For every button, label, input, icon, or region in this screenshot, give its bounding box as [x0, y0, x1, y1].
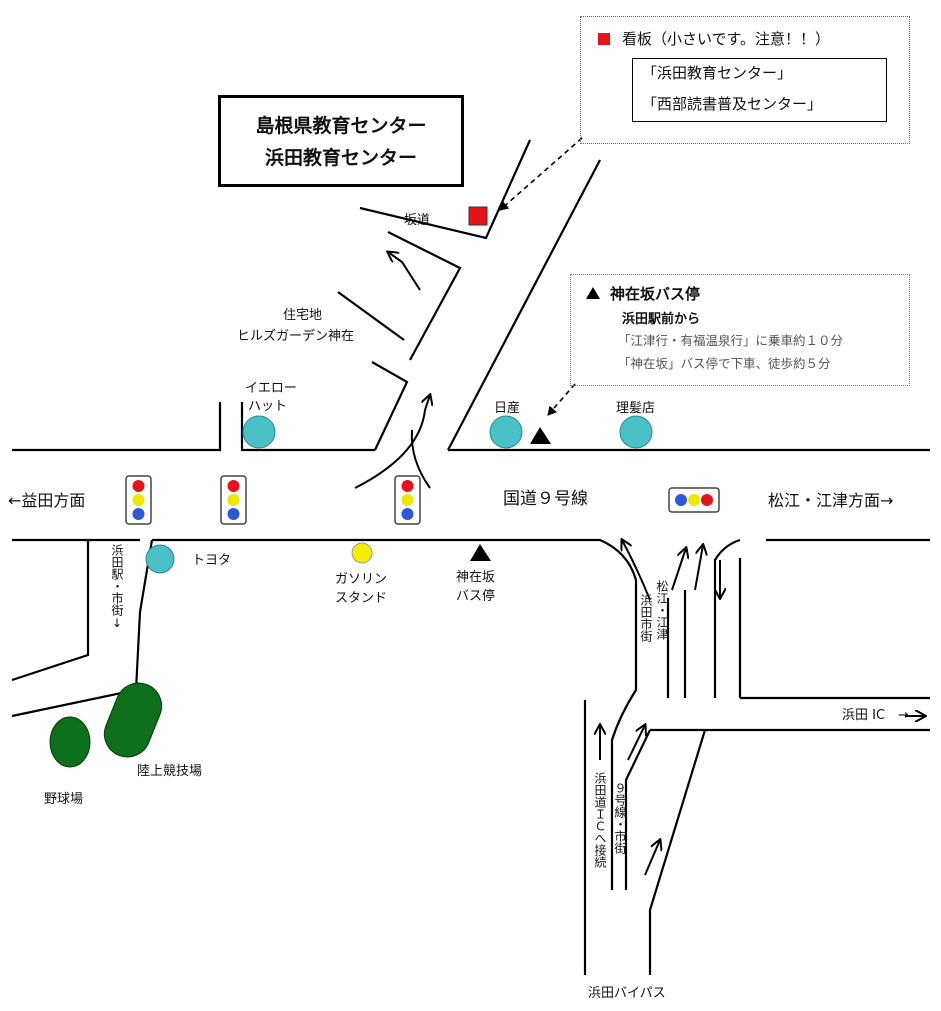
label-nissan: 日産 — [494, 401, 521, 416]
route9-north-edge-west — [12, 402, 222, 452]
arrow-turn-north-1 — [354, 395, 430, 489]
arrow-to-housing — [388, 252, 421, 291]
housing-road-edge-3 — [337, 291, 405, 341]
label-athletics: 陸上競技場 — [137, 764, 203, 779]
label-housing-line1: 住宅地 — [283, 308, 323, 323]
label-gas-line1: ガソリン — [335, 572, 388, 587]
housing-road-edge-1 — [359, 139, 532, 240]
housing-road-edge-2 — [387, 231, 462, 361]
sign-pointer-arrow — [499, 137, 583, 211]
center-road-east-edge — [447, 159, 601, 451]
facility-name-line2: 浜田教育センター — [264, 147, 417, 169]
yellow-hat-marker — [242, 415, 276, 449]
red-square-icon — [598, 33, 610, 45]
label-sakamichi: 坂道 — [404, 213, 431, 228]
baseball-field-shape — [49, 716, 91, 768]
label-hamada-station-city: 浜田駅・市街↓ — [110, 544, 124, 630]
label-to-masuda: ←益田方面 — [8, 491, 86, 510]
athletics-field-shape — [103, 682, 163, 758]
signboard-text-box — [632, 58, 887, 122]
toyota-marker — [145, 544, 175, 574]
label-toyota: トヨタ — [192, 553, 232, 568]
bypass-ramp-west — [610, 610, 638, 890]
nissan-marker — [489, 415, 523, 449]
traffic-signal-3 — [394, 475, 421, 525]
arrow-hamada-city-up — [622, 540, 651, 601]
label-matsue-gotsu: 松江・江津 — [655, 580, 669, 640]
bus-stop-icon-north — [530, 427, 551, 444]
gas-station-marker — [351, 542, 373, 564]
facility-name-line1: 島根県教育センター — [255, 115, 427, 137]
bus-stop-icon — [586, 287, 600, 299]
label-to-matsue: 松江・江津方面→ — [768, 491, 894, 510]
signboard-text-line1: 「浜田教育センター」 — [642, 64, 793, 82]
barber-marker — [619, 415, 653, 449]
bus-info-title: 神在坂バス停 — [586, 285, 700, 304]
route9-north-edge-mid — [240, 402, 375, 452]
label-bus-stop-line1: 神在坂 — [456, 570, 496, 585]
label-hamada-city: 浜田市街 — [639, 594, 653, 642]
station-road-west-edge — [11, 540, 90, 682]
bus-info-line2: 「江津行・有福温泉行」に乗車約１０分 — [618, 333, 844, 348]
bus-stop-icon-south — [470, 544, 491, 561]
bus-info-box — [570, 274, 910, 386]
label-hamada-bypass: 浜田バイパス — [588, 986, 666, 1001]
label-barber: 理髪店 — [616, 401, 656, 416]
education-center-title-box: 島根県教育センター 浜田教育センター — [218, 95, 464, 187]
signboard-text-line2: 「西部読書普及センター」 — [642, 95, 823, 113]
label-yellow-hat-line2: ハット — [248, 399, 288, 414]
label-baseball: 野球場 — [44, 792, 84, 807]
label-to-hamada-road-ic: 浜田道ＩＣへ接続 — [593, 772, 607, 868]
arrow-bypass-up — [644, 840, 660, 876]
route9-south-edge-east — [713, 538, 741, 598]
arrow-ramp-up — [627, 725, 645, 761]
bypass-main-east — [648, 729, 707, 975]
traffic-signal-2 — [220, 475, 247, 525]
traffic-signal-4 — [668, 487, 720, 513]
signboard-note: 看板（小さいです。注意！！） — [598, 30, 830, 49]
bus-pointer-arrow — [547, 383, 576, 416]
label-housing-line2: ヒルズガーデン神在 — [237, 329, 355, 344]
arrow-up-2 — [694, 545, 703, 591]
bus-info-line1: 浜田駅前から — [622, 312, 701, 327]
arrow-up-1 — [671, 548, 686, 591]
label-bus-stop-line2: バス停 — [456, 589, 496, 604]
label-hamada-ic: 浜田 IC → — [842, 708, 909, 723]
label-gas-line2: スタンド — [335, 591, 388, 606]
traffic-signal-1 — [125, 475, 152, 525]
label-yellow-hat-line1: イエロー — [245, 381, 297, 396]
arrow-turn-north-2 — [410, 429, 431, 489]
bypass-main-mid — [624, 729, 651, 890]
center-road-west-edge — [371, 361, 409, 451]
signboard-note-box — [580, 16, 910, 144]
label-route9-city: ９号線・市街 — [613, 782, 627, 854]
label-route9: 国道９号線 — [503, 489, 588, 509]
signboard-marker — [468, 206, 488, 226]
station-road-east-edge — [11, 539, 154, 718]
bus-info-line3: 「神在坂」バス停で下車、徒歩約５分 — [618, 356, 831, 371]
route9-south-edge-mid — [152, 538, 638, 610]
